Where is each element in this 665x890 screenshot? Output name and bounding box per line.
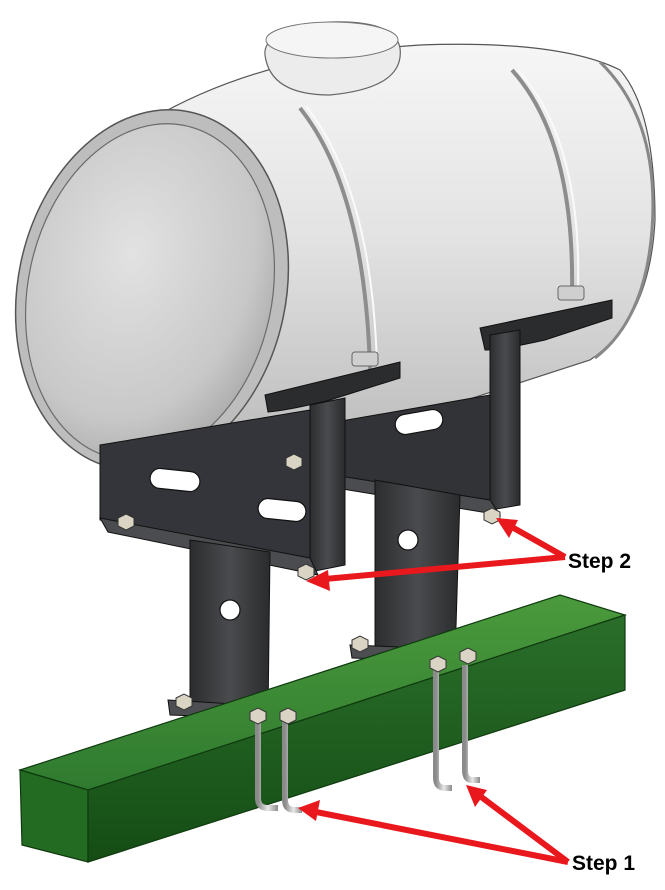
- tank-band-right: [510, 68, 575, 296]
- front-bracket: [99, 361, 401, 721]
- band-tab-left: [351, 351, 379, 367]
- beam-side: [87, 614, 626, 863]
- green-beam: [17, 594, 627, 863]
- tank-band-right-hl: [517, 69, 580, 293]
- nuts: [117, 453, 501, 725]
- tank-right-rim: [594, 60, 655, 360]
- tank-band-left-hl: [305, 105, 378, 367]
- tank: [14, 21, 656, 471]
- tank-band-left: [298, 106, 372, 371]
- step-2-label: Step 2: [568, 550, 632, 573]
- step-1-label: Step 1: [572, 852, 636, 875]
- step1-arrows: [298, 785, 570, 865]
- band-tab-right: [557, 285, 585, 301]
- tank-dome-cap: [265, 21, 399, 59]
- step2-arrows: [306, 518, 567, 591]
- u-bolts: [255, 665, 480, 813]
